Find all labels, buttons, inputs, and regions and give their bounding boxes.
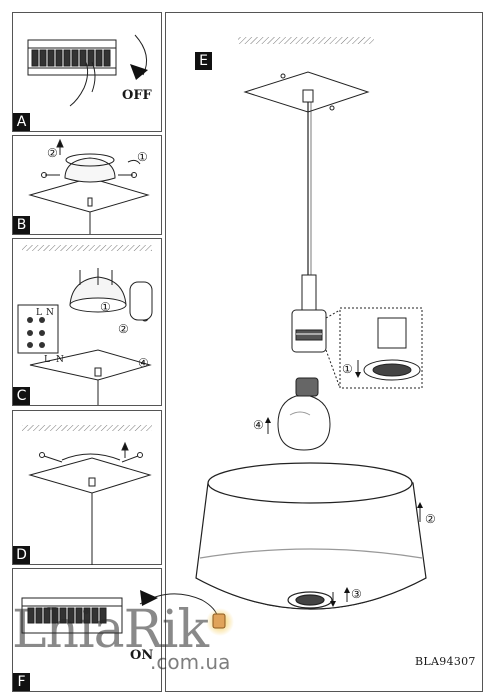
wire-label-l2: L xyxy=(44,355,50,365)
callout-c-2: ② xyxy=(118,322,129,336)
canopy-d xyxy=(28,441,152,565)
callout-b-1: ① xyxy=(137,150,148,164)
watermark-domain: .com.ua xyxy=(150,650,231,674)
wire-label-n2: N xyxy=(56,355,64,365)
ceiling-hatch-d xyxy=(22,425,152,431)
step-tag-b: B xyxy=(13,216,30,234)
step-tag-e: E xyxy=(195,52,212,70)
watermark-brand: LhiaRik xyxy=(12,600,209,660)
canopy-c xyxy=(17,268,153,405)
wire-label-n: N xyxy=(46,308,54,318)
step-tag-d: D xyxy=(13,546,30,564)
step-tag-c: C xyxy=(13,387,30,405)
callout-e-2: ② xyxy=(425,512,436,526)
ceiling-hatch-c xyxy=(22,245,152,251)
ceiling-canopy-e xyxy=(243,71,370,113)
canopy-b xyxy=(28,138,150,234)
off-label: OFF xyxy=(122,88,152,103)
on-label: ON xyxy=(130,648,154,663)
lamp-holder xyxy=(291,274,327,353)
detail-ring xyxy=(363,317,421,381)
callout-c-4: ④ xyxy=(138,356,149,370)
callout-e-4: ④ xyxy=(253,418,264,432)
callout-b-2: ② xyxy=(47,146,58,160)
ceiling-hatch-e xyxy=(238,37,374,44)
callout-c-1: ① xyxy=(100,300,111,314)
breaker-box-a xyxy=(27,34,148,107)
wire-label-l: L xyxy=(36,308,42,318)
on-arrow xyxy=(140,590,158,606)
model-code: BLA94307 xyxy=(415,655,476,668)
terminal-block xyxy=(27,317,45,348)
lamp-shade xyxy=(195,462,427,610)
callout-e-3: ③ xyxy=(351,587,362,601)
callout-e-1: ① xyxy=(342,362,353,376)
breaker-box-f xyxy=(21,593,219,634)
light-bulb xyxy=(277,377,331,451)
step-tag-a: A xyxy=(13,113,30,131)
off-arrow xyxy=(130,64,148,80)
step-tag-f: F xyxy=(13,673,30,691)
